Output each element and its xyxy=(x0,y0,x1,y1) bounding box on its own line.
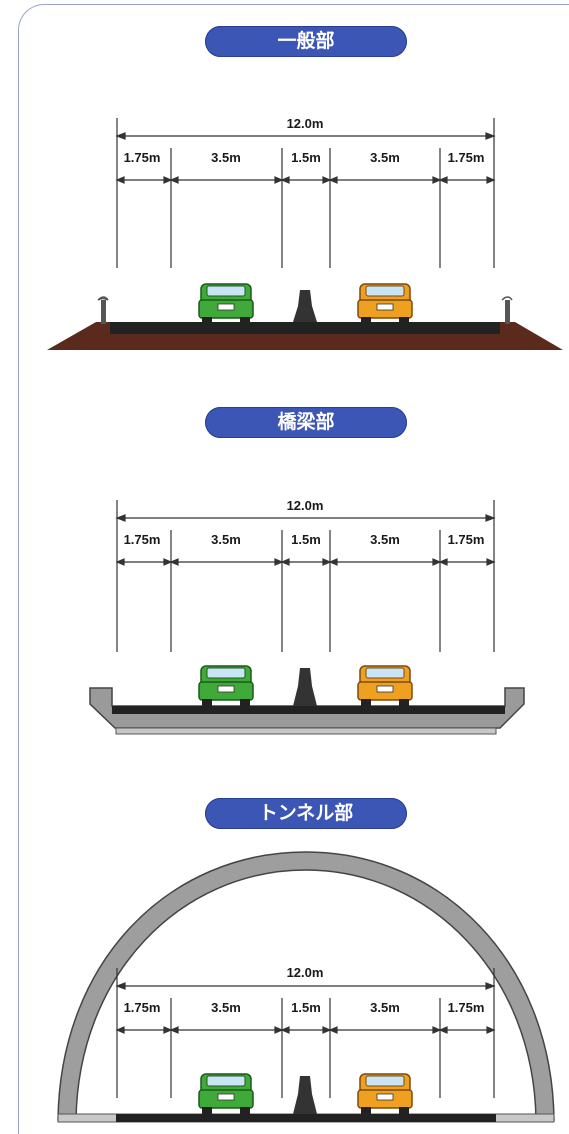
section-title-bridge: 橋梁部 xyxy=(205,407,407,438)
section-title-tunnel: トンネル部 xyxy=(205,798,407,829)
lane-label-median: 1.5m xyxy=(291,1000,321,1015)
diagram-frame xyxy=(18,4,569,1134)
tunnel-section-diagram: 12.0m 1.75m 3.5m 1.5m 3.5m 1.75m xyxy=(57,851,555,1123)
bridge-section-diagram: 12.0m 1.75m 3.5m 1.5m 3.5m 1.75m xyxy=(89,498,525,735)
road-surface xyxy=(116,1114,496,1122)
section-title-general: 一般部 xyxy=(205,26,407,57)
car-green xyxy=(198,1073,254,1114)
lane-dimension-lines xyxy=(115,176,496,184)
lane-label-shoulder-left: 1.75m xyxy=(124,532,161,547)
car-orange xyxy=(357,665,413,706)
total-width-label: 12.0m xyxy=(287,498,324,513)
total-width-label: 12.0m xyxy=(287,965,324,980)
bridge-girder xyxy=(115,727,497,735)
general-section-diagram: 12.0m 1.75m 3.5m 1.5m 3.5m 1.75m xyxy=(47,116,563,350)
road-surface xyxy=(110,322,500,334)
lane-label-shoulder-left: 1.75m xyxy=(124,150,161,165)
lane-label-shoulder-right: 1.75m xyxy=(448,532,485,547)
car-green xyxy=(198,665,254,706)
lane-label-shoulder-right: 1.75m xyxy=(448,1000,485,1015)
guard-post-left xyxy=(97,296,109,324)
lane-label-shoulder-right: 1.75m xyxy=(448,150,485,165)
lane-label-lane-right: 3.5m xyxy=(370,532,400,547)
lane-label-shoulder-left: 1.75m xyxy=(124,1000,161,1015)
car-orange xyxy=(357,283,413,324)
extension-lines xyxy=(116,968,495,1098)
guard-post-right xyxy=(501,296,513,324)
median-barrier xyxy=(293,668,317,706)
lane-label-lane-right: 3.5m xyxy=(370,150,400,165)
lane-label-median: 1.5m xyxy=(291,532,321,547)
car-orange xyxy=(357,1073,413,1114)
car-green xyxy=(198,283,254,324)
median-barrier xyxy=(293,290,317,322)
lane-label-lane-right: 3.5m xyxy=(370,1000,400,1015)
median-barrier xyxy=(293,1076,317,1114)
lane-dimension-lines xyxy=(115,558,496,566)
lane-label-median: 1.5m xyxy=(291,150,321,165)
lane-label-lane-left: 3.5m xyxy=(211,532,241,547)
extension-lines xyxy=(116,500,495,652)
lane-label-lane-left: 3.5m xyxy=(211,150,241,165)
lane-dimension-lines xyxy=(115,1026,496,1034)
extension-lines xyxy=(116,118,495,268)
road-surface xyxy=(112,706,505,714)
lane-label-lane-left: 3.5m xyxy=(211,1000,241,1015)
total-width-label: 12.0m xyxy=(287,116,324,131)
